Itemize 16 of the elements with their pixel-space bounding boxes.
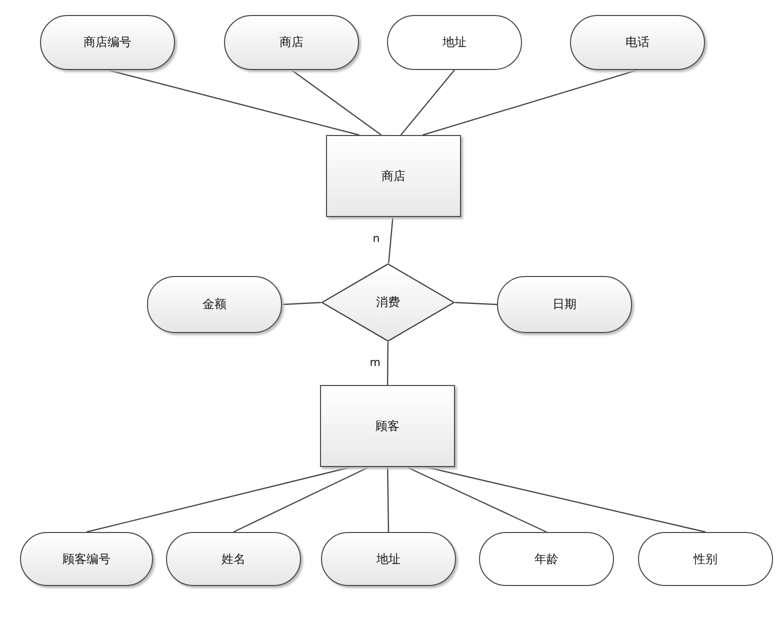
connector-line: [291, 70, 382, 136]
relationship-diamond: 消费: [321, 263, 455, 342]
connector-line: [386, 342, 389, 385]
entity-box: 商店: [326, 135, 461, 217]
connector-line: [426, 466, 706, 533]
connector-line: [454, 302, 498, 306]
connector-line: [387, 467, 390, 532]
connector-line: [406, 466, 547, 533]
connector-line: [233, 466, 370, 533]
connector-line: [422, 69, 638, 136]
connector-line: [400, 70, 455, 136]
connector-line: [388, 216, 394, 264]
connector-line: [282, 302, 322, 306]
connector-line: [86, 466, 352, 533]
connector-line: [107, 69, 360, 136]
entity-box: 顾客: [320, 385, 455, 467]
